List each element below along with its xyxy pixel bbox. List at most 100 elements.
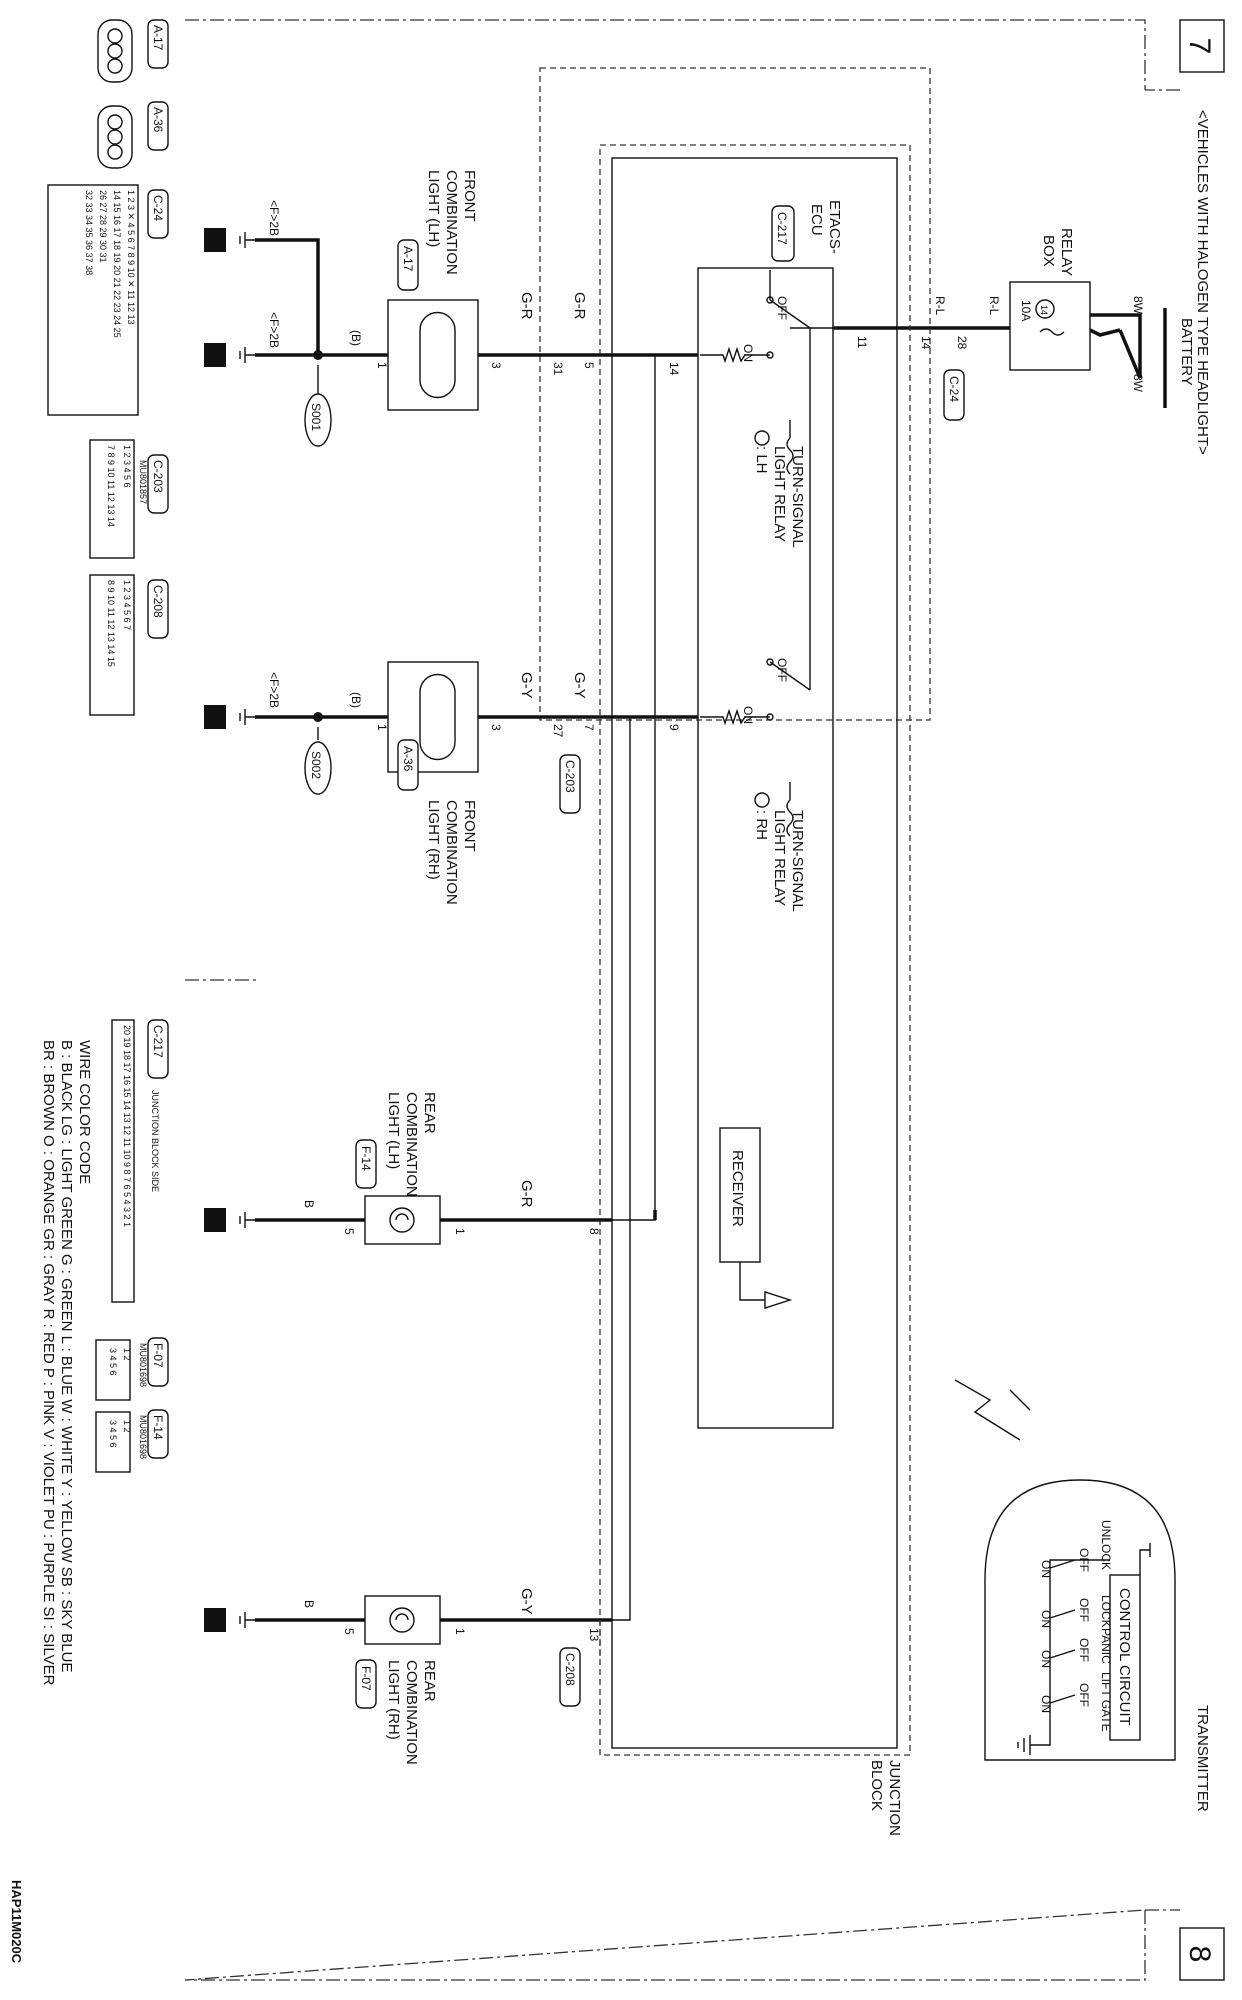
pin-3-rh: 3 <box>489 724 503 731</box>
svg-text:14: 14 <box>205 232 224 251</box>
ground-14: 14 <F>2B <box>204 200 281 252</box>
pin-14-top: 14 <box>919 336 933 350</box>
battery-wire-2 <box>1089 328 1121 337</box>
label-rl-2: R-L <box>933 296 947 316</box>
svg-text:20 19 18 17 16 15 14 13 12 11: 20 19 18 17 16 15 14 13 12 11 10 9 8 7 6… <box>122 1025 132 1227</box>
svg-text:COMBINATION: COMBINATION <box>403 1092 420 1197</box>
svg-text:8: 8 <box>1183 1946 1216 1963</box>
radio-signal-icon-2 <box>1009 1389 1031 1411</box>
pin-28: 28 <box>955 336 969 350</box>
pin-7: 7 <box>582 724 596 731</box>
svg-text:BATTERY: BATTERY <box>1178 318 1195 386</box>
svg-text:32 33 34 35 36 37 38: 32 33 34 35 36 37 38 <box>84 190 94 275</box>
svg-text:TURN-SIGNAL: TURN-SIGNAL <box>789 810 806 912</box>
diagram-title: <VEHICLES WITH HALOGEN TYPE HEADLIGHT> <box>1194 110 1211 455</box>
svg-text:A-17: A-17 <box>151 25 165 51</box>
wire-gr-a: G-R <box>571 292 588 320</box>
junction-dashed <box>599 144 911 1756</box>
wire-gy-rear: G-Y <box>518 1588 535 1615</box>
svg-text:FRONT: FRONT <box>461 800 478 852</box>
svg-text:ON: ON <box>741 344 755 362</box>
wire-gr-rear: G-R <box>518 1180 535 1208</box>
page-marker-bottom: 8 <box>1179 1927 1225 1981</box>
svg-text:OFF: OFF <box>1077 1638 1091 1662</box>
battery-wire <box>1090 313 1142 338</box>
pin-5-rr: 5 <box>342 1628 356 1635</box>
relay-box: 14 10A RELAY BOX <box>1009 228 1091 371</box>
svg-text:LIGHT (RH): LIGHT (RH) <box>425 800 442 880</box>
svg-text:JUNCTION BLOCK SIDE: JUNCTION BLOCK SIDE <box>150 1090 160 1192</box>
pin-14-ecu: 14 <box>667 362 681 376</box>
svg-text:LIGHT (LH): LIGHT (LH) <box>425 170 442 247</box>
svg-text:OFF: OFF <box>1077 1598 1091 1622</box>
svg-text:C-203: C-203 <box>151 460 165 493</box>
etacs-connector: C-217 <box>775 212 789 245</box>
etacs-label-2: ECU <box>808 204 825 236</box>
wire-color-code: WIRE COLOR CODE B : BLACK LG : LIGHT GRE… <box>40 1040 93 1686</box>
c24-shield <box>539 67 931 721</box>
wire-b-rr: B <box>302 1600 316 1608</box>
svg-text:LIGHT RELAY: LIGHT RELAY <box>771 446 788 542</box>
pin-31: 31 <box>551 362 565 376</box>
transmitter: TRANSMITTER CONTROL CIRCUIT UNLOCK LOCK … <box>984 1479 1211 1812</box>
svg-text:C-208: C-208 <box>151 585 165 618</box>
svg-text:F-07: F-07 <box>151 1343 165 1368</box>
connector-c203: C-203 MU801857 1 2 3 4 5 6 7 8 9 10 11 1… <box>89 439 169 559</box>
svg-text:C-24: C-24 <box>151 195 165 221</box>
pin-11: 11 <box>855 336 869 349</box>
svg-text:14: 14 <box>1039 305 1049 315</box>
svg-text:A-36: A-36 <box>151 107 165 133</box>
ground-8a: 8 <box>204 1208 255 1232</box>
svg-text:OFF: OFF <box>1077 1548 1091 1572</box>
ground-8b: 8 <box>204 1608 255 1632</box>
splice-s002: S002 <box>304 741 332 795</box>
connector-f07: F-07 MU801698 1 2 3 4 5 6 <box>95 1337 169 1401</box>
label-rl-1: R-L <box>987 296 1001 316</box>
connector-a36: A-36 <box>97 101 169 169</box>
svg-text:1 2: 1 2 <box>122 1420 132 1433</box>
svg-text:<F>2B: <F>2B <box>267 672 281 708</box>
wire-b-rh: (B) <box>349 692 363 708</box>
wire-gy-a: G-Y <box>571 672 588 699</box>
svg-text:: RH: : RH <box>753 810 770 840</box>
svg-text:F-07: F-07 <box>359 1666 373 1691</box>
svg-text:14 15 16 17 18 19 20 21 22 23: 14 15 16 17 18 19 20 21 22 23 24 25 <box>112 190 122 338</box>
wire-rear-lh <box>440 1210 657 1222</box>
svg-text:: LH: : LH <box>753 446 770 474</box>
svg-text:1 2 3 4 5 6 7: 1 2 3 4 5 6 7 <box>122 580 132 630</box>
conn-c203: C-203 <box>563 760 577 793</box>
junction-label-2: BLOCK <box>868 1760 885 1811</box>
svg-text:8 9 10 11 12 13 14 15: 8 9 10 11 12 13 14 15 <box>106 580 116 667</box>
svg-text:1 2 3 4 5 6: 1 2 3 4 5 6 <box>122 445 132 488</box>
splice-s001: S001 <box>304 393 332 447</box>
svg-text:TURN-SIGNAL: TURN-SIGNAL <box>789 446 806 548</box>
wire-rear-lh-bus <box>612 1210 656 1221</box>
pin-1-rh: 1 <box>375 724 389 731</box>
wire-rear-rh-bus <box>612 1610 631 1621</box>
svg-text:REAR: REAR <box>421 1092 438 1134</box>
svg-text:9: 9 <box>205 710 224 719</box>
wire-b-lh: (B) <box>349 330 363 346</box>
wire-b-rl: B <box>302 1200 316 1208</box>
pin-13: 13 <box>587 1628 601 1642</box>
svg-text:CONTROL CIRCUIT: CONTROL CIRCUIT <box>1116 1588 1133 1726</box>
pin-5: 5 <box>582 362 596 369</box>
relay-switch-lh: OFF ON TURN-SIGNAL LIGHT RELAY : LH <box>700 270 811 548</box>
wire-14-ground <box>255 238 320 355</box>
connector-c24: C-24 1 2 3 ✕ 4 5 6 7 8 9 10 ✕ 11 12 13 1… <box>47 184 169 416</box>
svg-text:MU801698: MU801698 <box>138 1343 148 1387</box>
svg-text:LIGHT (LH): LIGHT (LH) <box>385 1092 402 1169</box>
svg-text:<F>2B: <F>2B <box>267 312 281 348</box>
svg-text:RELAY: RELAY <box>1058 228 1075 276</box>
front-combination-light-rh: FRONT COMBINATION LIGHT (RH) A-36 <box>387 661 479 905</box>
svg-text:LIFT GATE: LIFT GATE <box>1099 1672 1113 1732</box>
svg-text:REAR: REAR <box>421 1660 438 1702</box>
svg-text:COMBINATION: COMBINATION <box>443 800 460 905</box>
svg-text:S002: S002 <box>309 751 323 779</box>
pin-27: 27 <box>551 724 565 738</box>
svg-text:MU801698: MU801698 <box>138 1415 148 1459</box>
pin-1-lh: 1 <box>375 362 389 369</box>
svg-text:C-217: C-217 <box>151 1025 165 1058</box>
svg-text:PANIC: PANIC <box>1099 1628 1113 1664</box>
connector-c208: C-208 1 2 3 4 5 6 7 8 9 10 11 12 13 14 1… <box>89 574 169 716</box>
